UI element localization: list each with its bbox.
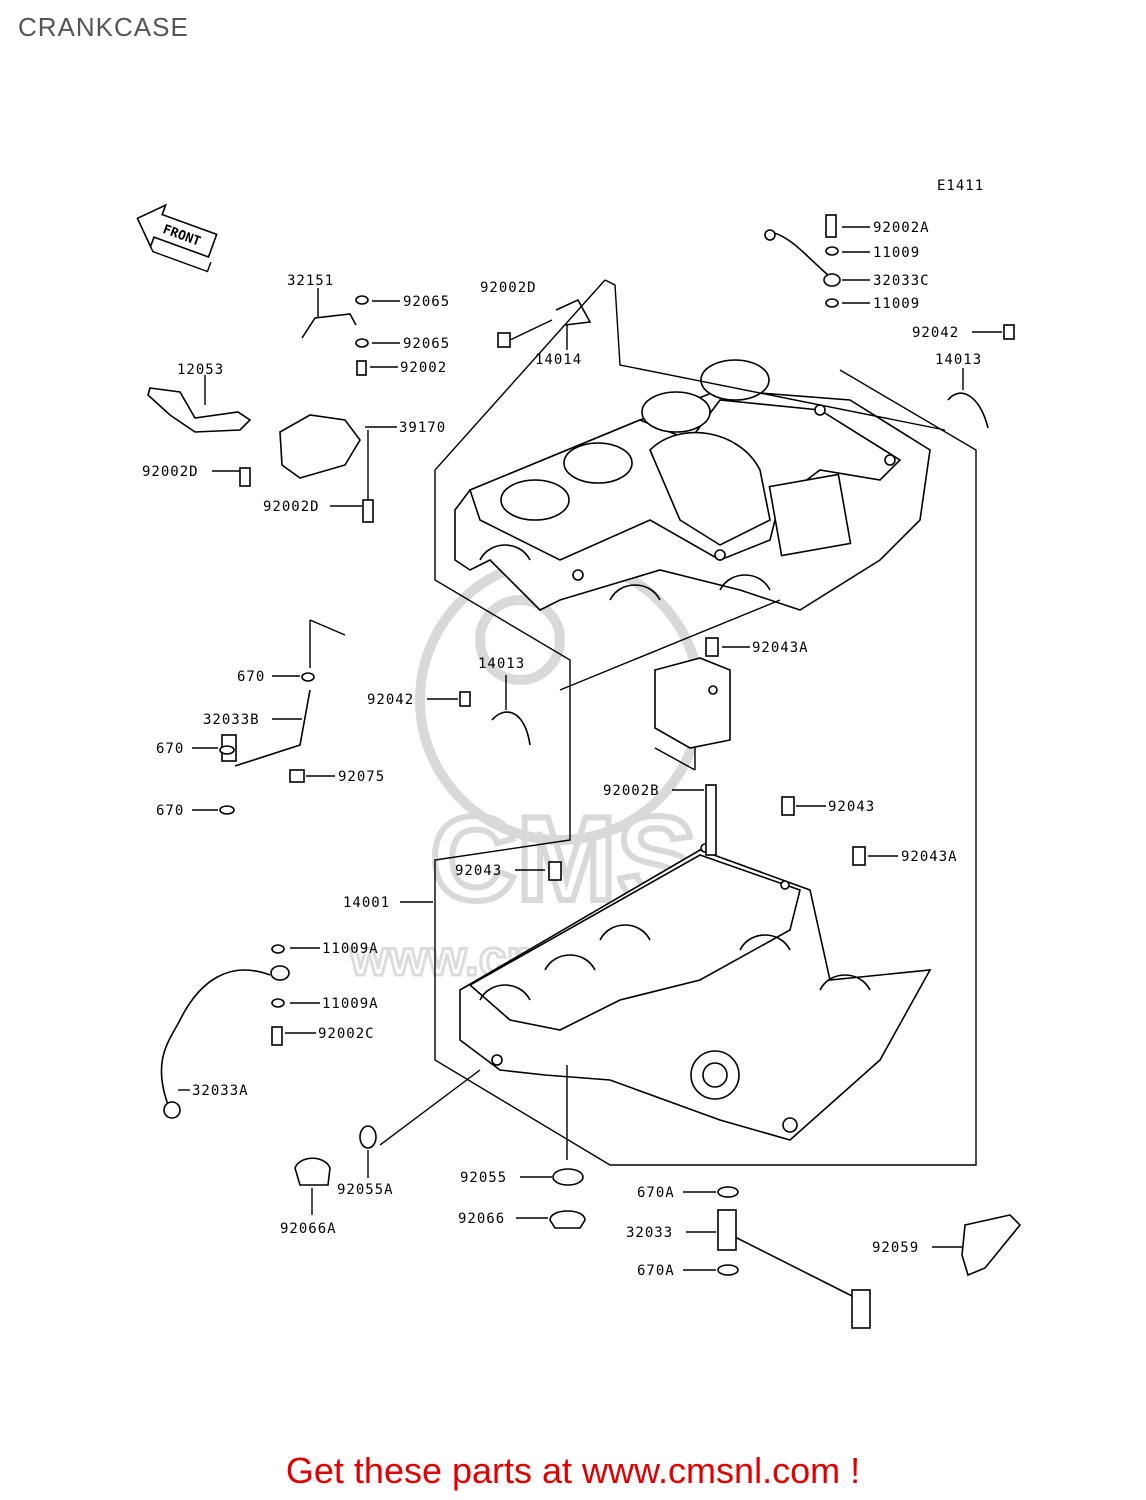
part-label: 11009 (873, 296, 920, 312)
part-label: 670A (637, 1263, 675, 1279)
part-label: 92065 (403, 294, 450, 310)
exploded-parts-diagram: CMS www.cmsnl.com E1411 FRONT (136, 178, 1022, 1329)
part-label: 92065 (403, 336, 450, 352)
diagram-code: E1411 (937, 178, 984, 194)
part-label: 32033B (203, 712, 260, 728)
part-label: 92043A (752, 640, 809, 656)
part-label: 92066A (280, 1221, 337, 1237)
part-label: 92002D (142, 464, 199, 480)
part-label: 92055A (337, 1182, 394, 1198)
part-label: 11009A (322, 941, 379, 957)
part-label: 92002D (480, 280, 537, 296)
part-label: 11009A (322, 996, 379, 1012)
part-label: 92066 (458, 1211, 505, 1227)
part-label: 92002B (603, 783, 660, 799)
assembly-frame-lines (309, 279, 977, 1166)
part-label: 92002C (318, 1026, 375, 1042)
part-label: 92002D (263, 499, 320, 515)
part-label: 670 (237, 669, 265, 685)
part-label: 92042 (912, 325, 959, 341)
part-label: 670A (637, 1185, 675, 1201)
part-label: 92043A (901, 849, 958, 865)
part-label: 92043 (828, 799, 875, 815)
part-label: 92002A (873, 220, 930, 236)
part-label: 92043 (455, 863, 502, 879)
part-label: 92042 (367, 692, 414, 708)
footer-link[interactable]: Get these parts at www.cmsnl.com ! (285, 1450, 861, 1491)
part-label: 12053 (177, 362, 224, 378)
lower-crankcase (459, 843, 932, 1141)
front-direction-arrow: FRONT (136, 203, 218, 273)
part-label: 670 (156, 803, 184, 819)
part-label: 32033A (192, 1083, 249, 1099)
part-label: 11009 (873, 245, 920, 261)
part-label: 92059 (872, 1240, 919, 1256)
part-label: 14001 (343, 895, 390, 911)
part-label: 92075 (338, 769, 385, 785)
part-labels: 92002A 11009 32033C 11009 92042 14013 92… (142, 220, 1002, 1279)
small-parts (147, 214, 1022, 1329)
part-label: 39170 (399, 420, 446, 436)
part-label: 92002 (400, 360, 447, 376)
part-label: 32033C (873, 273, 930, 289)
part-label: 32033 (626, 1225, 673, 1241)
part-label: 14013 (935, 352, 982, 368)
part-label: 670 (156, 741, 184, 757)
part-label: 14013 (478, 656, 525, 672)
part-label: 32151 (287, 273, 334, 289)
page-title: CRANKCASE (18, 12, 189, 42)
upper-crankcase (454, 359, 931, 611)
part-label: 92055 (460, 1170, 507, 1186)
part-label: 14014 (535, 352, 582, 368)
